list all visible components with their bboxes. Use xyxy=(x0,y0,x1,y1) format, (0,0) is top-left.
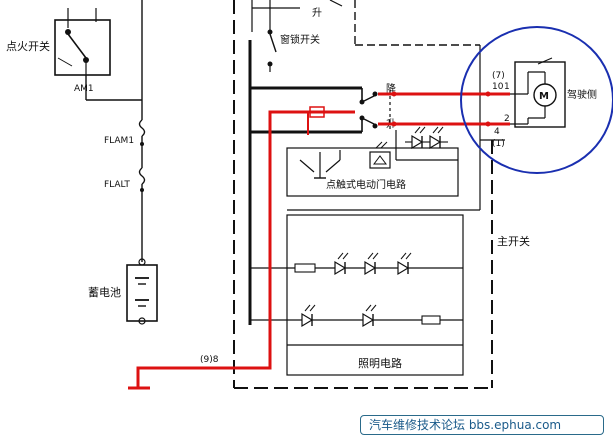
highlight-circle xyxy=(460,26,613,174)
driver-side-label: 驾驶侧 xyxy=(567,88,597,101)
indicator-leds xyxy=(405,126,448,149)
pin-7-label: (7) xyxy=(492,71,505,81)
watermark-banner: 汽车维修技术论坛 bbs.ephua.com xyxy=(360,415,604,435)
main-switch-boundary xyxy=(233,0,493,389)
led-row-2 xyxy=(250,304,463,327)
pin-1-paren-label: (1) xyxy=(492,139,505,149)
flalt-label: FLALT xyxy=(104,180,130,190)
am1-label: AM1 xyxy=(74,84,94,94)
feed-wire-left xyxy=(85,0,146,266)
up-top-label: 升 xyxy=(312,7,322,19)
battery xyxy=(126,264,158,325)
ignition-switch-label: 点火开关 xyxy=(6,39,50,53)
pin-2-label: 2 xyxy=(504,114,510,124)
switch-black-wires xyxy=(250,86,363,134)
battery-label: 蓄电池 xyxy=(88,286,121,299)
pin-10-label: 10 xyxy=(492,82,504,92)
window-lock-switch-label: 窗锁开关 xyxy=(280,33,320,46)
lighting-circuit-label: 照明电路 xyxy=(358,357,402,370)
pin-9-8-label: (9)8 xyxy=(200,355,219,365)
one-touch-circuit-box xyxy=(286,147,459,197)
lighting-circuit-box xyxy=(286,214,464,376)
main-switch-label: 主开关 xyxy=(497,234,530,248)
pin-4-label: 4 xyxy=(494,127,500,137)
motor-symbol: M xyxy=(539,91,549,102)
led-row-1 xyxy=(250,252,463,275)
down-label: 降 xyxy=(386,82,396,95)
one-touch-circuit-parts xyxy=(299,130,458,179)
one-touch-circuit-label: 点触式电动门电路 xyxy=(326,178,406,191)
flam1-label: FLAM1 xyxy=(104,136,134,146)
main-switch-inner-lines xyxy=(287,45,505,211)
ignition-switch xyxy=(54,8,111,76)
window-lock-switch xyxy=(251,0,480,72)
red-highlight-wires xyxy=(128,91,510,390)
pin-1-label: 1 xyxy=(504,82,510,92)
driver-window-motor xyxy=(510,57,566,128)
up-down-switch-contacts xyxy=(359,90,391,130)
